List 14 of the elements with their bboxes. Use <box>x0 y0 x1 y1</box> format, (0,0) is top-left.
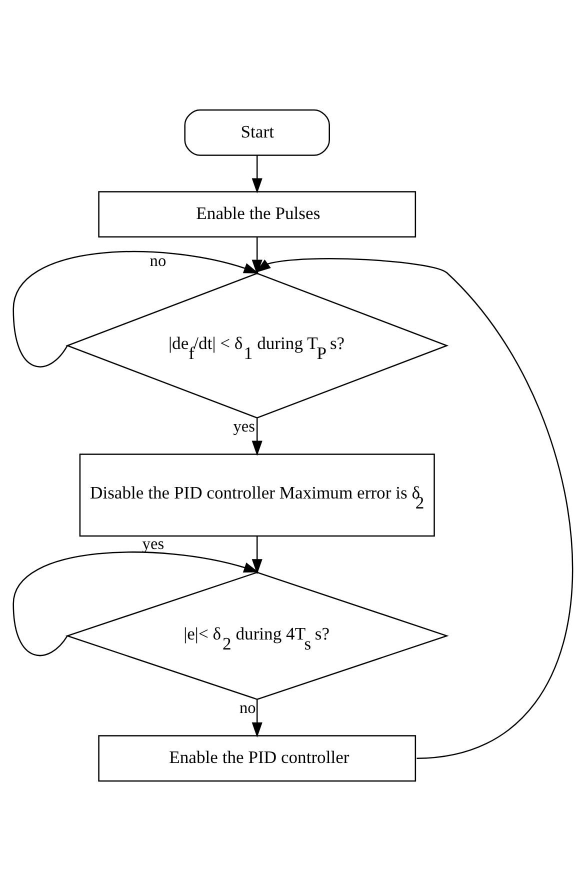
arrow <box>252 699 262 738</box>
arrow <box>252 155 262 193</box>
edge-label: yes <box>233 416 255 436</box>
edge-label: no <box>150 250 166 270</box>
arrow <box>252 236 262 274</box>
node-box: Enable the Pulses <box>98 190 416 238</box>
arrow <box>252 418 262 456</box>
arrow <box>12 551 259 656</box>
arrow <box>12 250 259 367</box>
edge-label: no <box>240 698 256 717</box>
arrow <box>252 536 262 574</box>
node-box: Enable the PID controller <box>98 734 416 782</box>
node-box: Start <box>184 108 330 156</box>
arrow <box>256 258 574 758</box>
